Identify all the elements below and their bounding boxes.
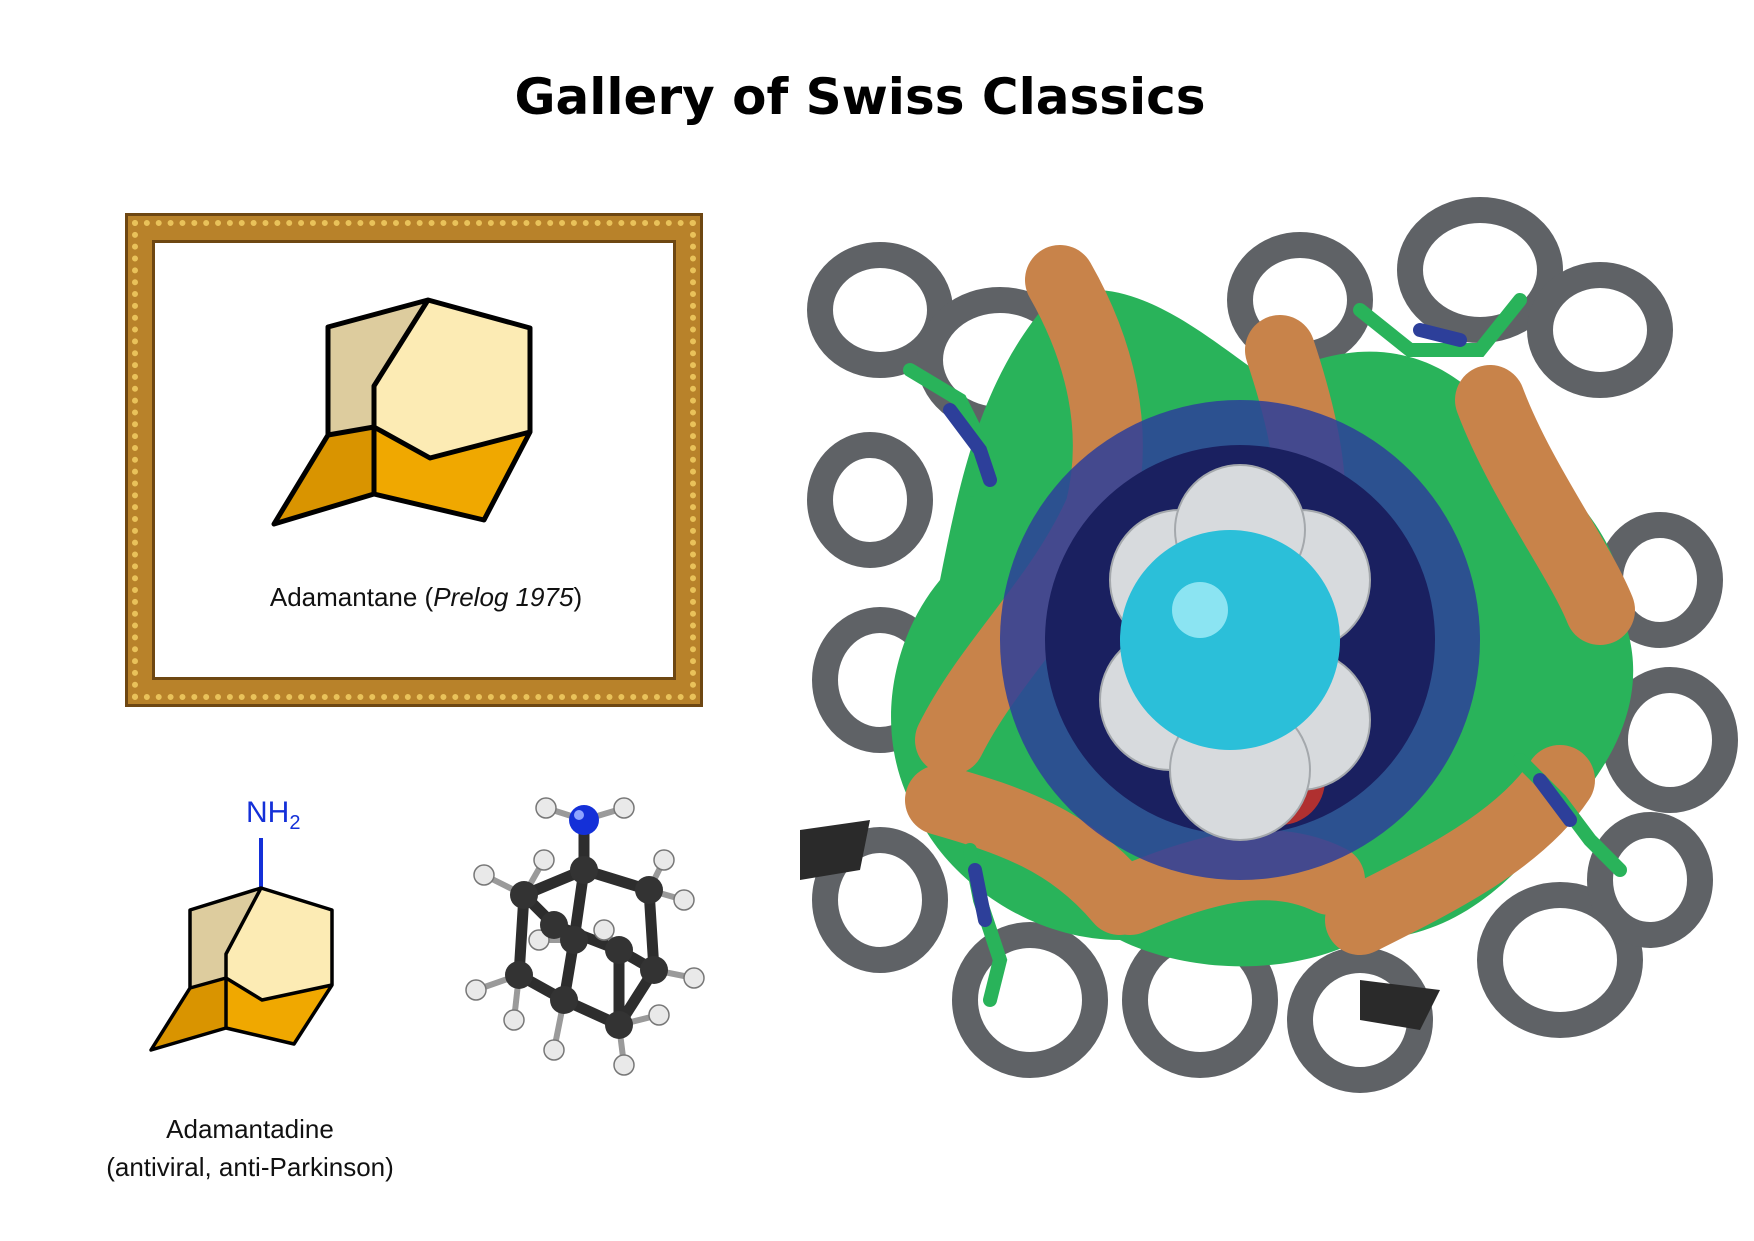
gold-picture-frame bbox=[128, 216, 700, 704]
adamantadine-caption: Adamantadine (antiviral, anti-Parkinson) bbox=[60, 1110, 440, 1186]
attribution: Prelog 1975 bbox=[433, 582, 574, 612]
amine-label: NH2 bbox=[246, 796, 301, 834]
adamantadine-uses: (antiviral, anti-Parkinson) bbox=[106, 1152, 394, 1182]
adamantane-caption: Adamantane (Prelog 1975) bbox=[269, 582, 583, 612]
page-title: Gallery of Swiss Classics bbox=[514, 68, 1206, 126]
adamantane-cage-drawing bbox=[271, 297, 533, 527]
adamantadine-name: Adamantadine bbox=[166, 1114, 334, 1144]
compound-name: Adamantane bbox=[269, 582, 418, 612]
protein-channel-rendering bbox=[800, 197, 1738, 1093]
adamantadine-structure bbox=[149, 838, 334, 1052]
ball-and-stick-model bbox=[465, 797, 705, 1076]
